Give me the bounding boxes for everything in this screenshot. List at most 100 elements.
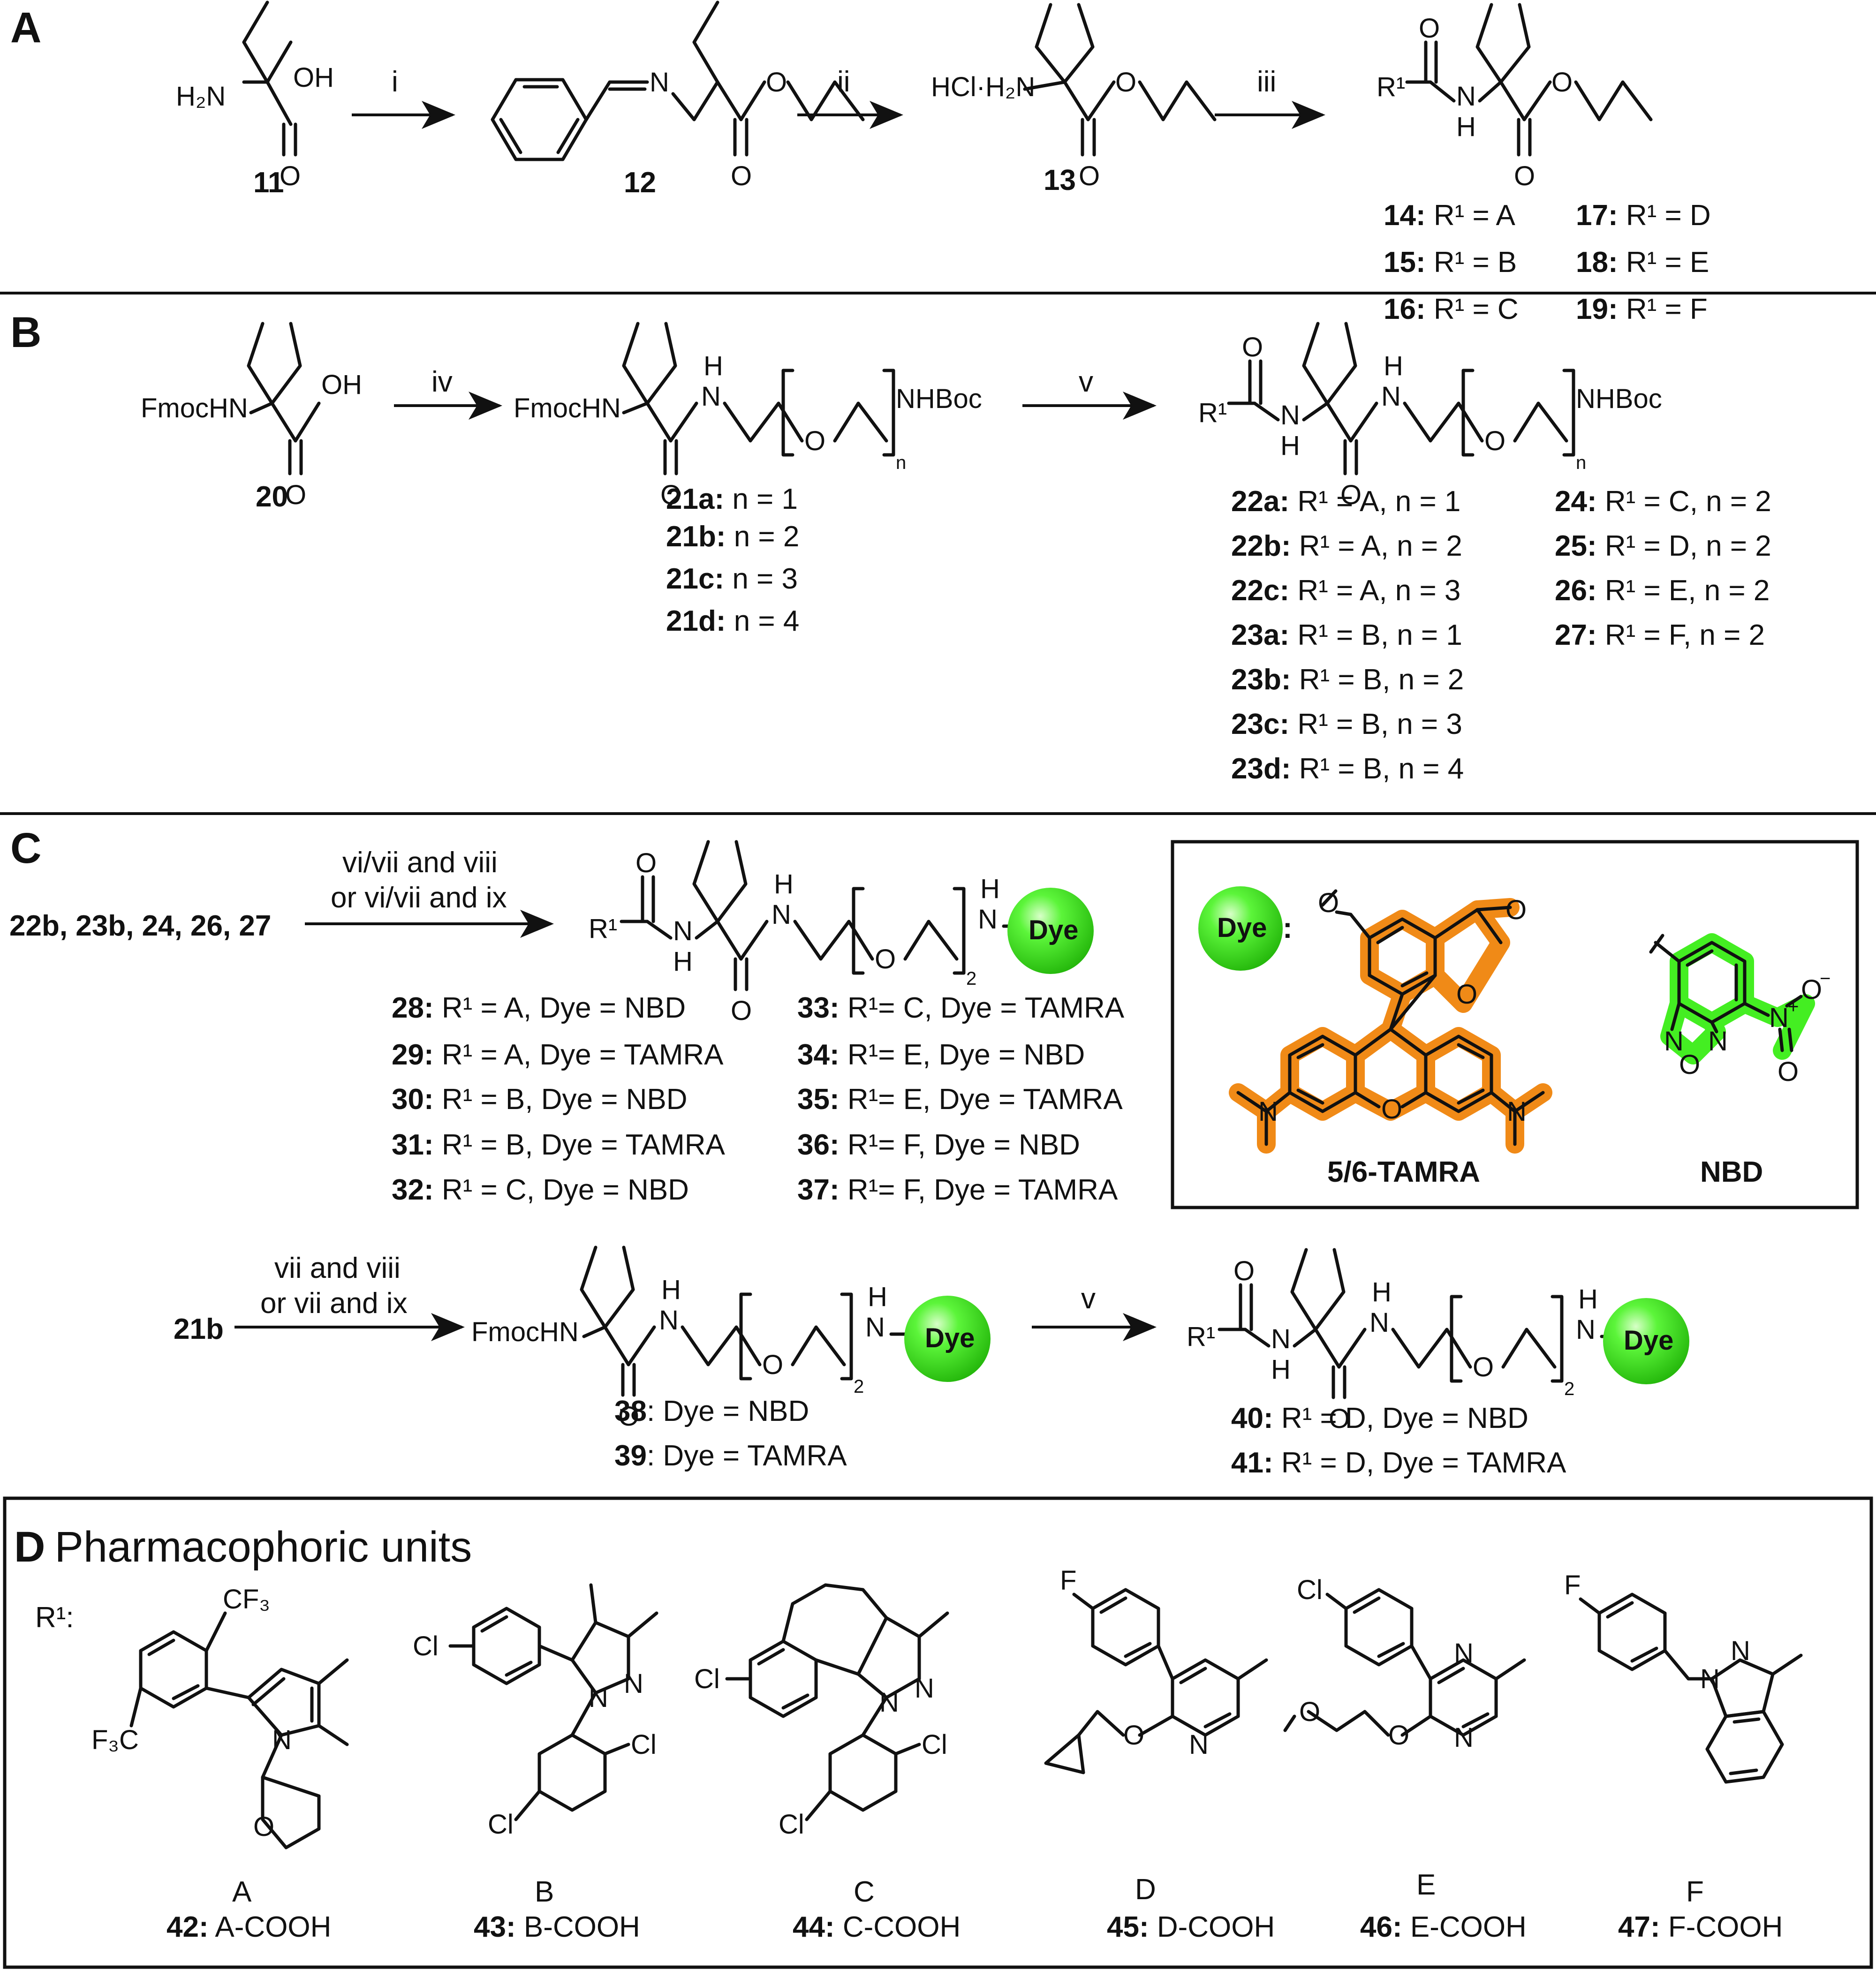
product-entry: 27: R¹ = F, n = 2 [1555, 619, 1765, 651]
amide-n-label: N [701, 381, 721, 412]
chloro-label: Cl [488, 1809, 514, 1840]
product-40-41-structure: O R¹ N H H N O H N 2 O Dye [1187, 1248, 1689, 1434]
unit-acid: 44: C-COOH [793, 1911, 961, 1943]
amine-label: H₂N [176, 81, 226, 112]
chloro-label: Cl [413, 1631, 439, 1661]
carbonyl-o-label: O [731, 996, 752, 1026]
ether-o-label: O [762, 1350, 783, 1380]
repeat-n-label: n [1576, 453, 1586, 473]
product-entry: 41: R¹ = D, Dye = TAMRA [1231, 1447, 1566, 1479]
products-list-c2: 40: R¹ = D, Dye = NBD 41: R¹ = D, Dye = … [1231, 1402, 1566, 1479]
ether-o-label: O [1484, 426, 1505, 456]
product-entry: 23b: R¹ = B, n = 2 [1231, 664, 1464, 696]
repeat-2-label: 2 [854, 1376, 864, 1397]
nitro-o-label: O [1801, 974, 1822, 1005]
panel-d-frame [3, 1496, 1873, 1969]
pyrazole-n-label: N [589, 1683, 608, 1713]
indazole-n-label: N [1731, 1636, 1750, 1666]
unit-d-structure: F O N [1044, 1565, 1268, 1774]
amide-n-label: N [1369, 1307, 1389, 1338]
nitro-minus-label: − [1820, 968, 1831, 989]
pyrazine-n-label: N [1454, 1722, 1474, 1753]
product-entry: 14: R¹ = A [1384, 199, 1515, 232]
pyrazine-n-label: N [1454, 1638, 1474, 1668]
dye-ball-icon [1007, 888, 1094, 974]
product-entry: 26: R¹ = E, n = 2 [1555, 574, 1770, 607]
ester-o-label: O [766, 67, 787, 98]
intermediate-entry: 39: Dye = TAMRA [614, 1440, 847, 1472]
conditions-line: vi/vii and viii [342, 846, 498, 879]
amide-h-label: H [1384, 351, 1403, 381]
starting-compound-21b: 21b [174, 1313, 224, 1345]
hydroxyl-label: OH [293, 62, 334, 93]
fmoc-amine-label: FmocHN [141, 393, 248, 423]
amide-h-label: H [1280, 430, 1300, 461]
dye-label: Dye [1624, 1325, 1673, 1356]
nhboc-label: NHBoc [896, 384, 982, 414]
carbonyl-o-label: O [1340, 480, 1362, 510]
unit-acid: 43: B-COOH [474, 1911, 640, 1943]
unit-letter: D [1135, 1873, 1156, 1906]
compound-13-structure: HCl·H₂N O O [931, 3, 1217, 191]
step-label: ii [837, 66, 850, 98]
nbd-name: NBD [1700, 1156, 1763, 1188]
chloro-label: Cl [779, 1809, 804, 1840]
conditions-line: or vii and ix [260, 1287, 408, 1320]
amide-n-label: N [1456, 81, 1476, 112]
product-entry: 34: R¹= E, Dye = NBD [797, 1039, 1085, 1071]
unit-acid: 47: F-COOH [1618, 1911, 1783, 1943]
step-label: iii [1257, 66, 1276, 98]
nitro-o-label: O [1778, 1057, 1799, 1087]
products-list-a: 14: R¹ = A 15: R¹ = B 16: R¹ = C 17: R¹ … [1384, 199, 1711, 325]
fluoro-label: F [1060, 1565, 1076, 1596]
dimethylamino-n-label: N [1507, 1096, 1527, 1127]
compound-label: 20 [256, 481, 288, 513]
product-entry: 32: R¹ = C, Dye = NBD [392, 1174, 689, 1206]
compound-label: 12 [624, 166, 656, 199]
starting-compounds: 22b, 23b, 24, 26, 27 [9, 910, 271, 942]
conditions-line: vii and viii [274, 1252, 401, 1284]
ester-o-label: O [1115, 67, 1136, 98]
nitro-n-label: N [1769, 1003, 1789, 1033]
lactone-o-label: O [1505, 895, 1527, 925]
ether-o-label: O [1388, 1720, 1409, 1751]
amide-n-label: N [865, 1312, 885, 1343]
compound-20-structure: FmocHN OH O [141, 322, 362, 510]
product-entry: 23c: R¹ = B, n = 3 [1231, 708, 1462, 740]
carbonyl-o-label: O [285, 480, 306, 510]
oxadiazole-n-label: N [1708, 1026, 1728, 1057]
amide-h-label: H [868, 1282, 887, 1312]
compound-12-structure: N O O [491, 0, 865, 191]
pyrazole-n-label: N [624, 1668, 643, 1699]
step-label: v [1081, 1283, 1096, 1315]
dye-ball-icon [1603, 1298, 1689, 1384]
r1-label: R¹: [35, 1601, 74, 1634]
intermediate-entry: 21b: n = 2 [666, 521, 799, 553]
repeat-2-label: 2 [1564, 1379, 1574, 1399]
product-entry: 23a: R¹ = B, n = 1 [1231, 619, 1462, 651]
indazole-n-label: N [1700, 1664, 1720, 1694]
nitro-plus-label: + [1788, 996, 1799, 1017]
product-entry: 40: R¹ = D, Dye = NBD [1231, 1402, 1528, 1434]
fmoc-amine-label: FmocHN [471, 1317, 579, 1347]
carbonyl-o-label: O [1318, 888, 1339, 918]
unit-c-structure: Cl N N Cl Cl [694, 1583, 949, 1840]
product-entry: 35: R¹= E, Dye = TAMRA [797, 1083, 1123, 1116]
amide-h-label: H [774, 869, 794, 899]
amide-h-label: H [980, 874, 1000, 904]
amide-h-label: H [704, 351, 723, 381]
panel-letter-a: A [10, 4, 41, 52]
amide-n-label: N [659, 1305, 679, 1336]
product-entry: 15: R¹ = B [1384, 246, 1517, 279]
dye-definition-box: Dye : [1171, 840, 1859, 1209]
amide-h-label: H [1456, 112, 1476, 142]
xanthene-o-label: O [1381, 1094, 1402, 1125]
pyrazole-n-label: N [879, 1687, 899, 1718]
unit-acid: 46: E-COOH [1360, 1911, 1527, 1943]
dimethylamino-n-label: N [1258, 1096, 1278, 1127]
oxadiazole-o-label: O [1679, 1049, 1700, 1080]
methoxy-o-label: O [1299, 1697, 1320, 1727]
products-list-c: 28: R¹ = A, Dye = NBD 29: R¹ = A, Dye = … [392, 992, 1125, 1206]
